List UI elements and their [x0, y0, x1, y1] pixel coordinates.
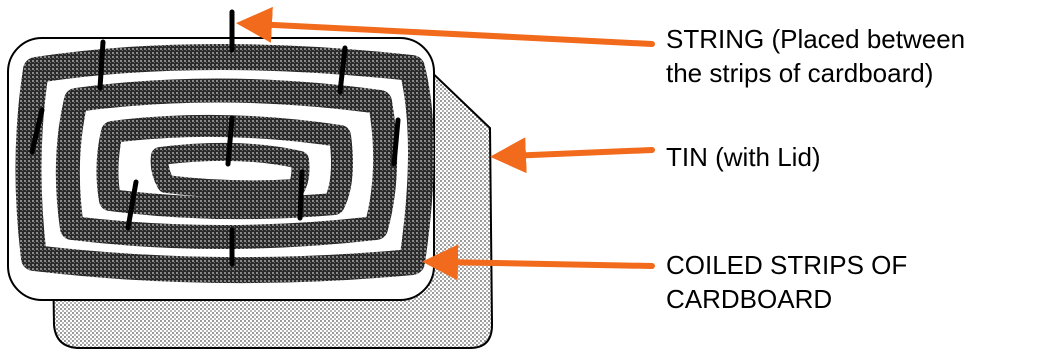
- pointer-arrows: [236, 6, 655, 281]
- string-arrow: [236, 6, 655, 47]
- coil-arrow: [422, 244, 655, 281]
- string-piece: [225, 115, 235, 167]
- string-pieces: [29, 9, 401, 267]
- string-piece: [125, 179, 139, 231]
- string-piece: [97, 39, 106, 91]
- string-piece: [337, 45, 348, 95]
- coiled-strips-label: COILED STRIPS OF CARDBOARD: [666, 250, 908, 314]
- string-label: STRING (Placed between the strips of car…: [666, 24, 966, 88]
- tin-arrow: [490, 137, 655, 174]
- string-piece: [297, 169, 305, 221]
- tin-label: TIN (with Lid): [666, 142, 821, 172]
- string-piece: [29, 107, 45, 155]
- string-piece: [391, 117, 401, 167]
